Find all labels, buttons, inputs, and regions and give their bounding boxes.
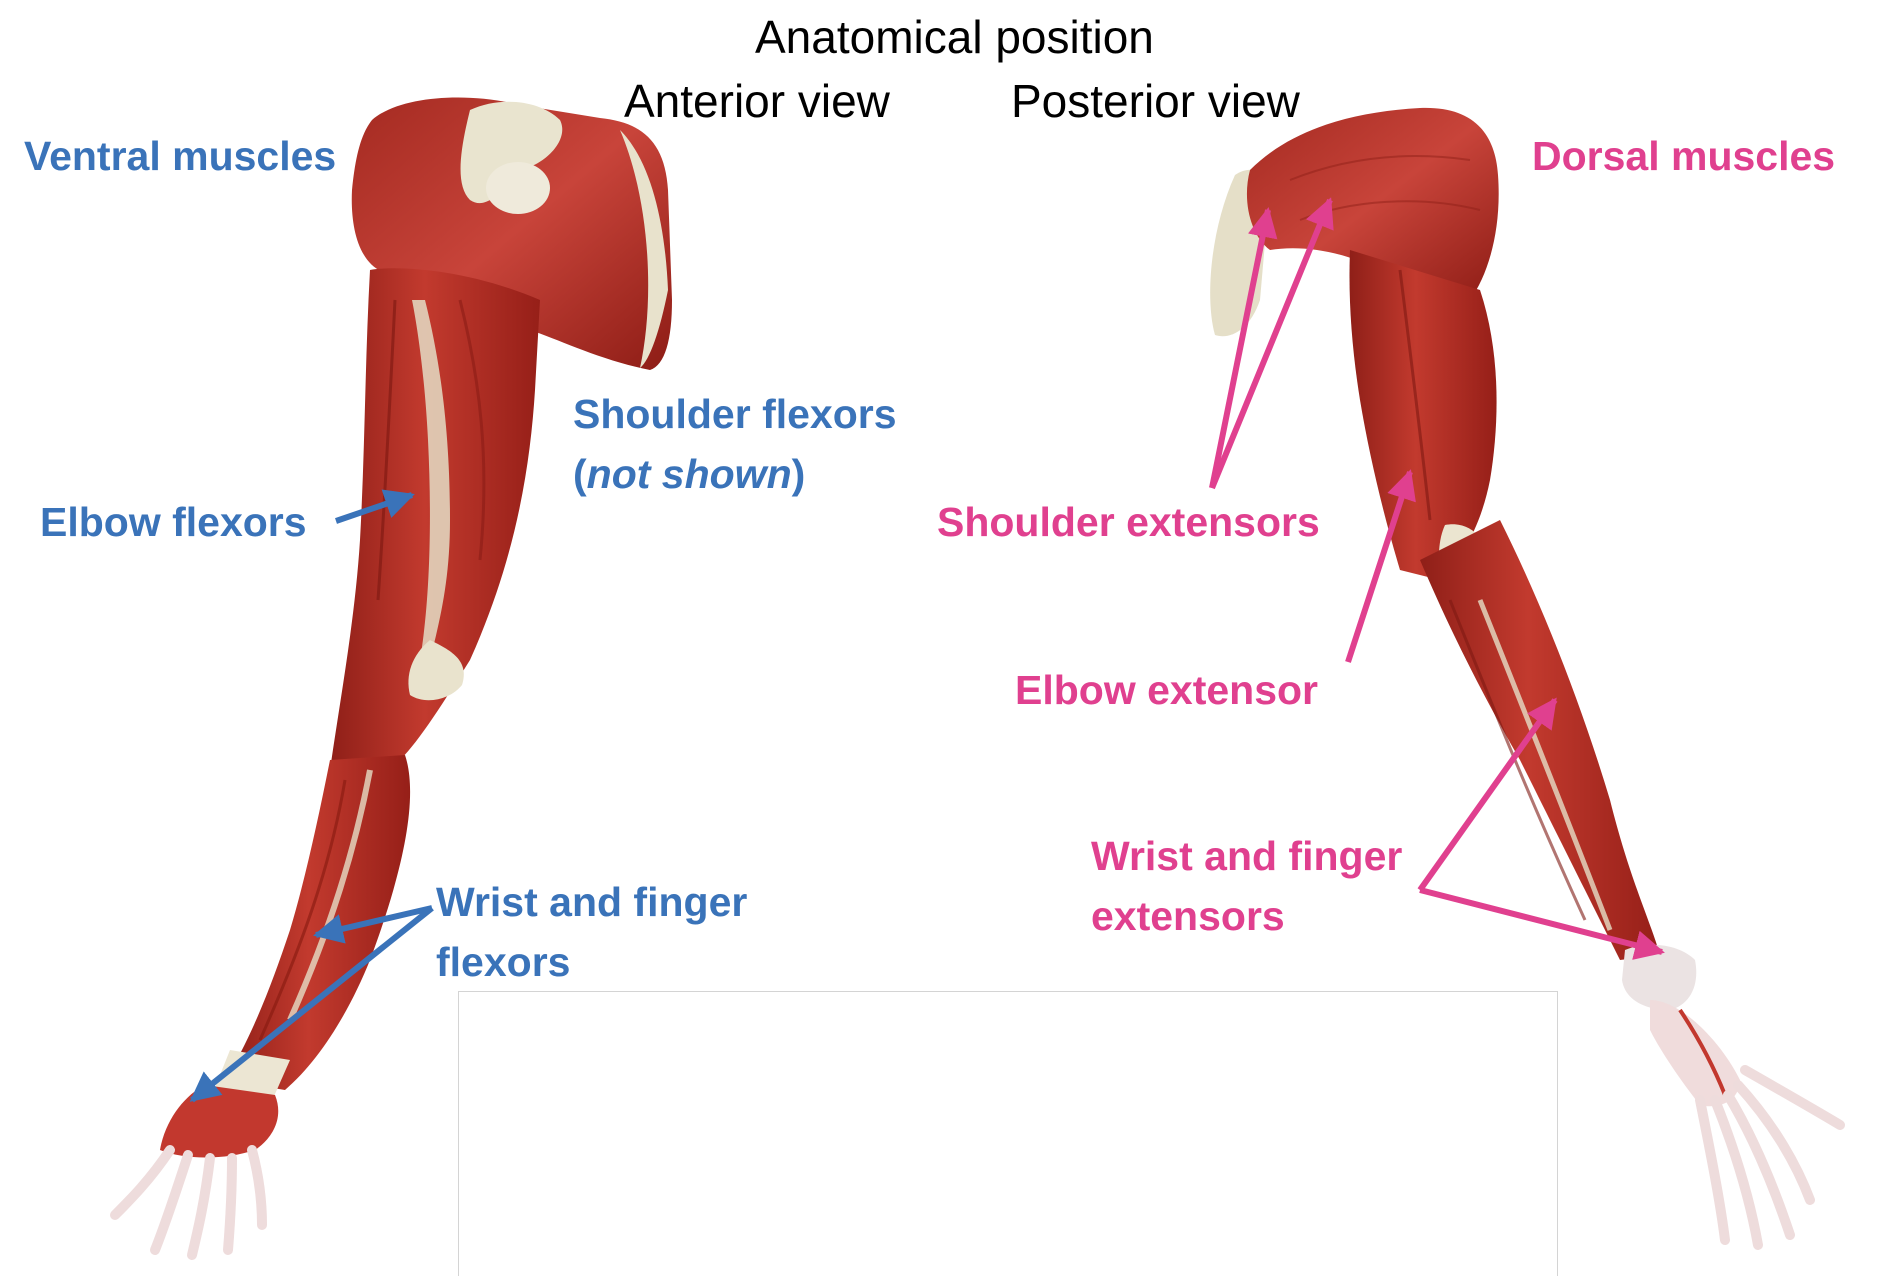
wrist-flexors-label-line2: flexors bbox=[436, 939, 571, 985]
posterior-fingers bbox=[1695, 1065, 1845, 1250]
wrist-flexors-arrow-upper bbox=[313, 905, 433, 944]
posterior-upper-arm bbox=[1349, 250, 1497, 580]
shoulder-extensors-arrow-2 bbox=[1209, 197, 1334, 490]
anterior-view-label: Anterior view bbox=[624, 75, 890, 127]
wrist-extensors-arrow-lower bbox=[1419, 887, 1665, 960]
wrist-extensors-label-line2: extensors bbox=[1091, 893, 1285, 939]
elbow-extensor-arrow bbox=[1345, 469, 1416, 663]
anterior-arm-illustration bbox=[110, 97, 672, 1260]
elbow-flexors-arrow bbox=[335, 489, 415, 524]
not-shown-open-paren: ( bbox=[573, 451, 587, 497]
anterior-scapula-edge bbox=[620, 130, 668, 368]
shoulder-flexors-label: Shoulder flexors bbox=[573, 391, 897, 437]
wrist-flexors-arrow-lower bbox=[189, 905, 434, 1103]
wrist-flexors-label-line1: Wrist and finger bbox=[436, 879, 748, 925]
posterior-forearm bbox=[1420, 520, 1660, 960]
wrist-extensors-label-line1: Wrist and finger bbox=[1091, 833, 1403, 879]
wrist-extensors-arrow-upper bbox=[1417, 697, 1558, 892]
not-shown-close-paren: ) bbox=[791, 451, 806, 497]
anterior-biceps-tendon bbox=[412, 300, 450, 660]
anterior-humeral-head bbox=[486, 162, 550, 214]
blue-arrows bbox=[189, 489, 434, 1103]
dorsal-muscles-label: Dorsal muscles bbox=[1532, 133, 1836, 179]
page-title: Anatomical position bbox=[755, 11, 1154, 63]
pink-arrows bbox=[1209, 197, 1665, 960]
not-shown-text: not shown bbox=[586, 451, 792, 497]
shoulder-extensors-label: Shoulder extensors bbox=[937, 499, 1320, 545]
anterior-hand bbox=[160, 1085, 279, 1158]
shoulder-extensors-arrow-1 bbox=[1209, 207, 1278, 489]
posterior-view-label: Posterior view bbox=[1011, 75, 1300, 127]
anterior-shoulder bbox=[351, 97, 672, 370]
not-shown-note: (not shown) bbox=[573, 454, 805, 495]
ventral-muscles-label: Ventral muscles bbox=[24, 133, 337, 179]
elbow-flexors-label: Elbow flexors bbox=[40, 499, 307, 545]
anterior-elbow-tendon bbox=[408, 640, 464, 701]
posterior-wrist bbox=[1622, 944, 1697, 1010]
elbow-extensor-label: Elbow extensor bbox=[1015, 667, 1319, 713]
blank-placeholder-box bbox=[458, 991, 1558, 1276]
anterior-fingers bbox=[110, 1145, 267, 1260]
anterior-shoulder-bone bbox=[460, 101, 563, 204]
